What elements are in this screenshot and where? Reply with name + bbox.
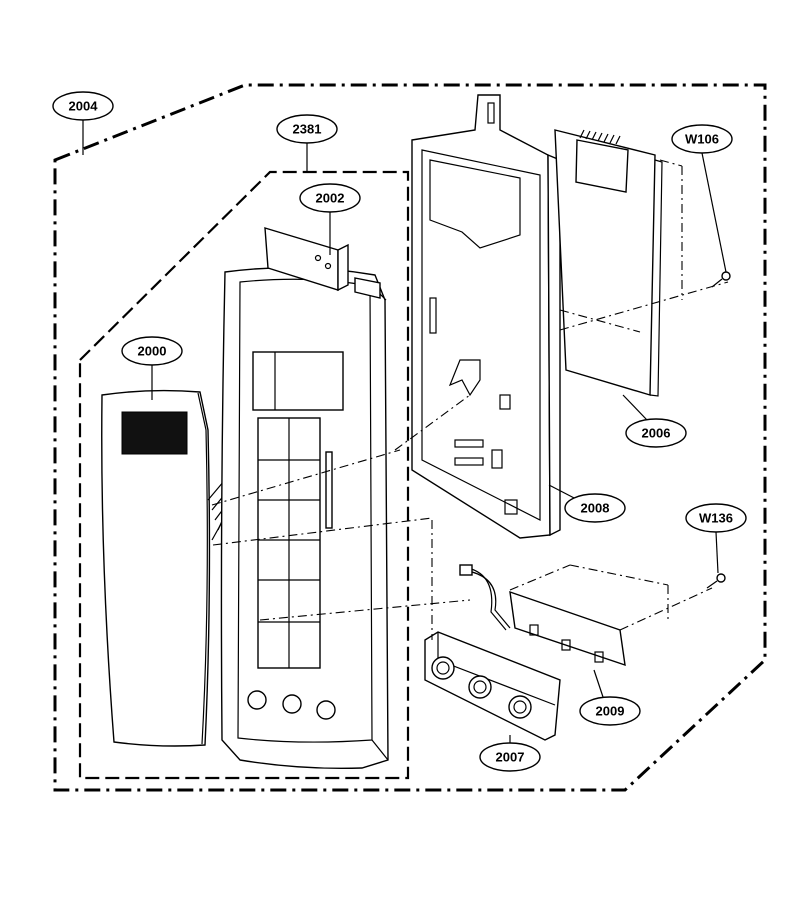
callout-W106: W106 xyxy=(671,124,733,154)
callout-label-2008: 2008 xyxy=(581,501,610,516)
display-window-dark xyxy=(121,411,188,455)
callout-2008: 2008 xyxy=(564,493,626,523)
part-2008-housing xyxy=(411,94,561,539)
callout-label-2009: 2009 xyxy=(596,704,625,719)
callout-2004: 2004 xyxy=(52,91,114,121)
callout-2381: 2381 xyxy=(276,114,338,144)
knob-hole-2 xyxy=(282,694,302,714)
alignment-guides xyxy=(211,159,729,640)
part-2006-pcb xyxy=(554,129,663,397)
leader-lines xyxy=(82,120,727,748)
callout-2006: 2006 xyxy=(625,418,687,448)
knob-2 xyxy=(468,675,492,699)
part-2381-control-panel xyxy=(220,266,389,770)
screw-W136 xyxy=(706,573,726,589)
knob-hole-1 xyxy=(247,690,267,710)
callout-2009: 2009 xyxy=(579,696,641,726)
screw-W106 xyxy=(711,271,731,288)
part-2009-control-pcb xyxy=(459,564,626,667)
assembly-boundary-2004 xyxy=(53,83,767,792)
callout-label-2006: 2006 xyxy=(642,426,671,441)
knob-3 xyxy=(508,695,532,719)
callout-label-2000: 2000 xyxy=(138,344,167,359)
knob-hole-3 xyxy=(316,700,336,720)
callout-2000: 2000 xyxy=(121,336,183,366)
key-grid xyxy=(257,417,321,669)
callout-label-W136: W136 xyxy=(699,511,733,526)
part-2002-bracket xyxy=(264,227,381,299)
part-2007-knob-assembly xyxy=(424,631,561,741)
callout-label-2381: 2381 xyxy=(293,122,322,137)
callout-label-2004: 2004 xyxy=(69,99,99,114)
callout-2007: 2007 xyxy=(479,742,541,772)
callout-label-2007: 2007 xyxy=(496,750,525,765)
callout-W136: W136 xyxy=(685,503,747,533)
callout-label-2002: 2002 xyxy=(316,191,345,206)
assembly-boundary-2381 xyxy=(78,170,410,780)
callout-2002: 2002 xyxy=(299,183,361,213)
callout-label-W106: W106 xyxy=(685,132,719,147)
knob-1 xyxy=(431,656,455,680)
